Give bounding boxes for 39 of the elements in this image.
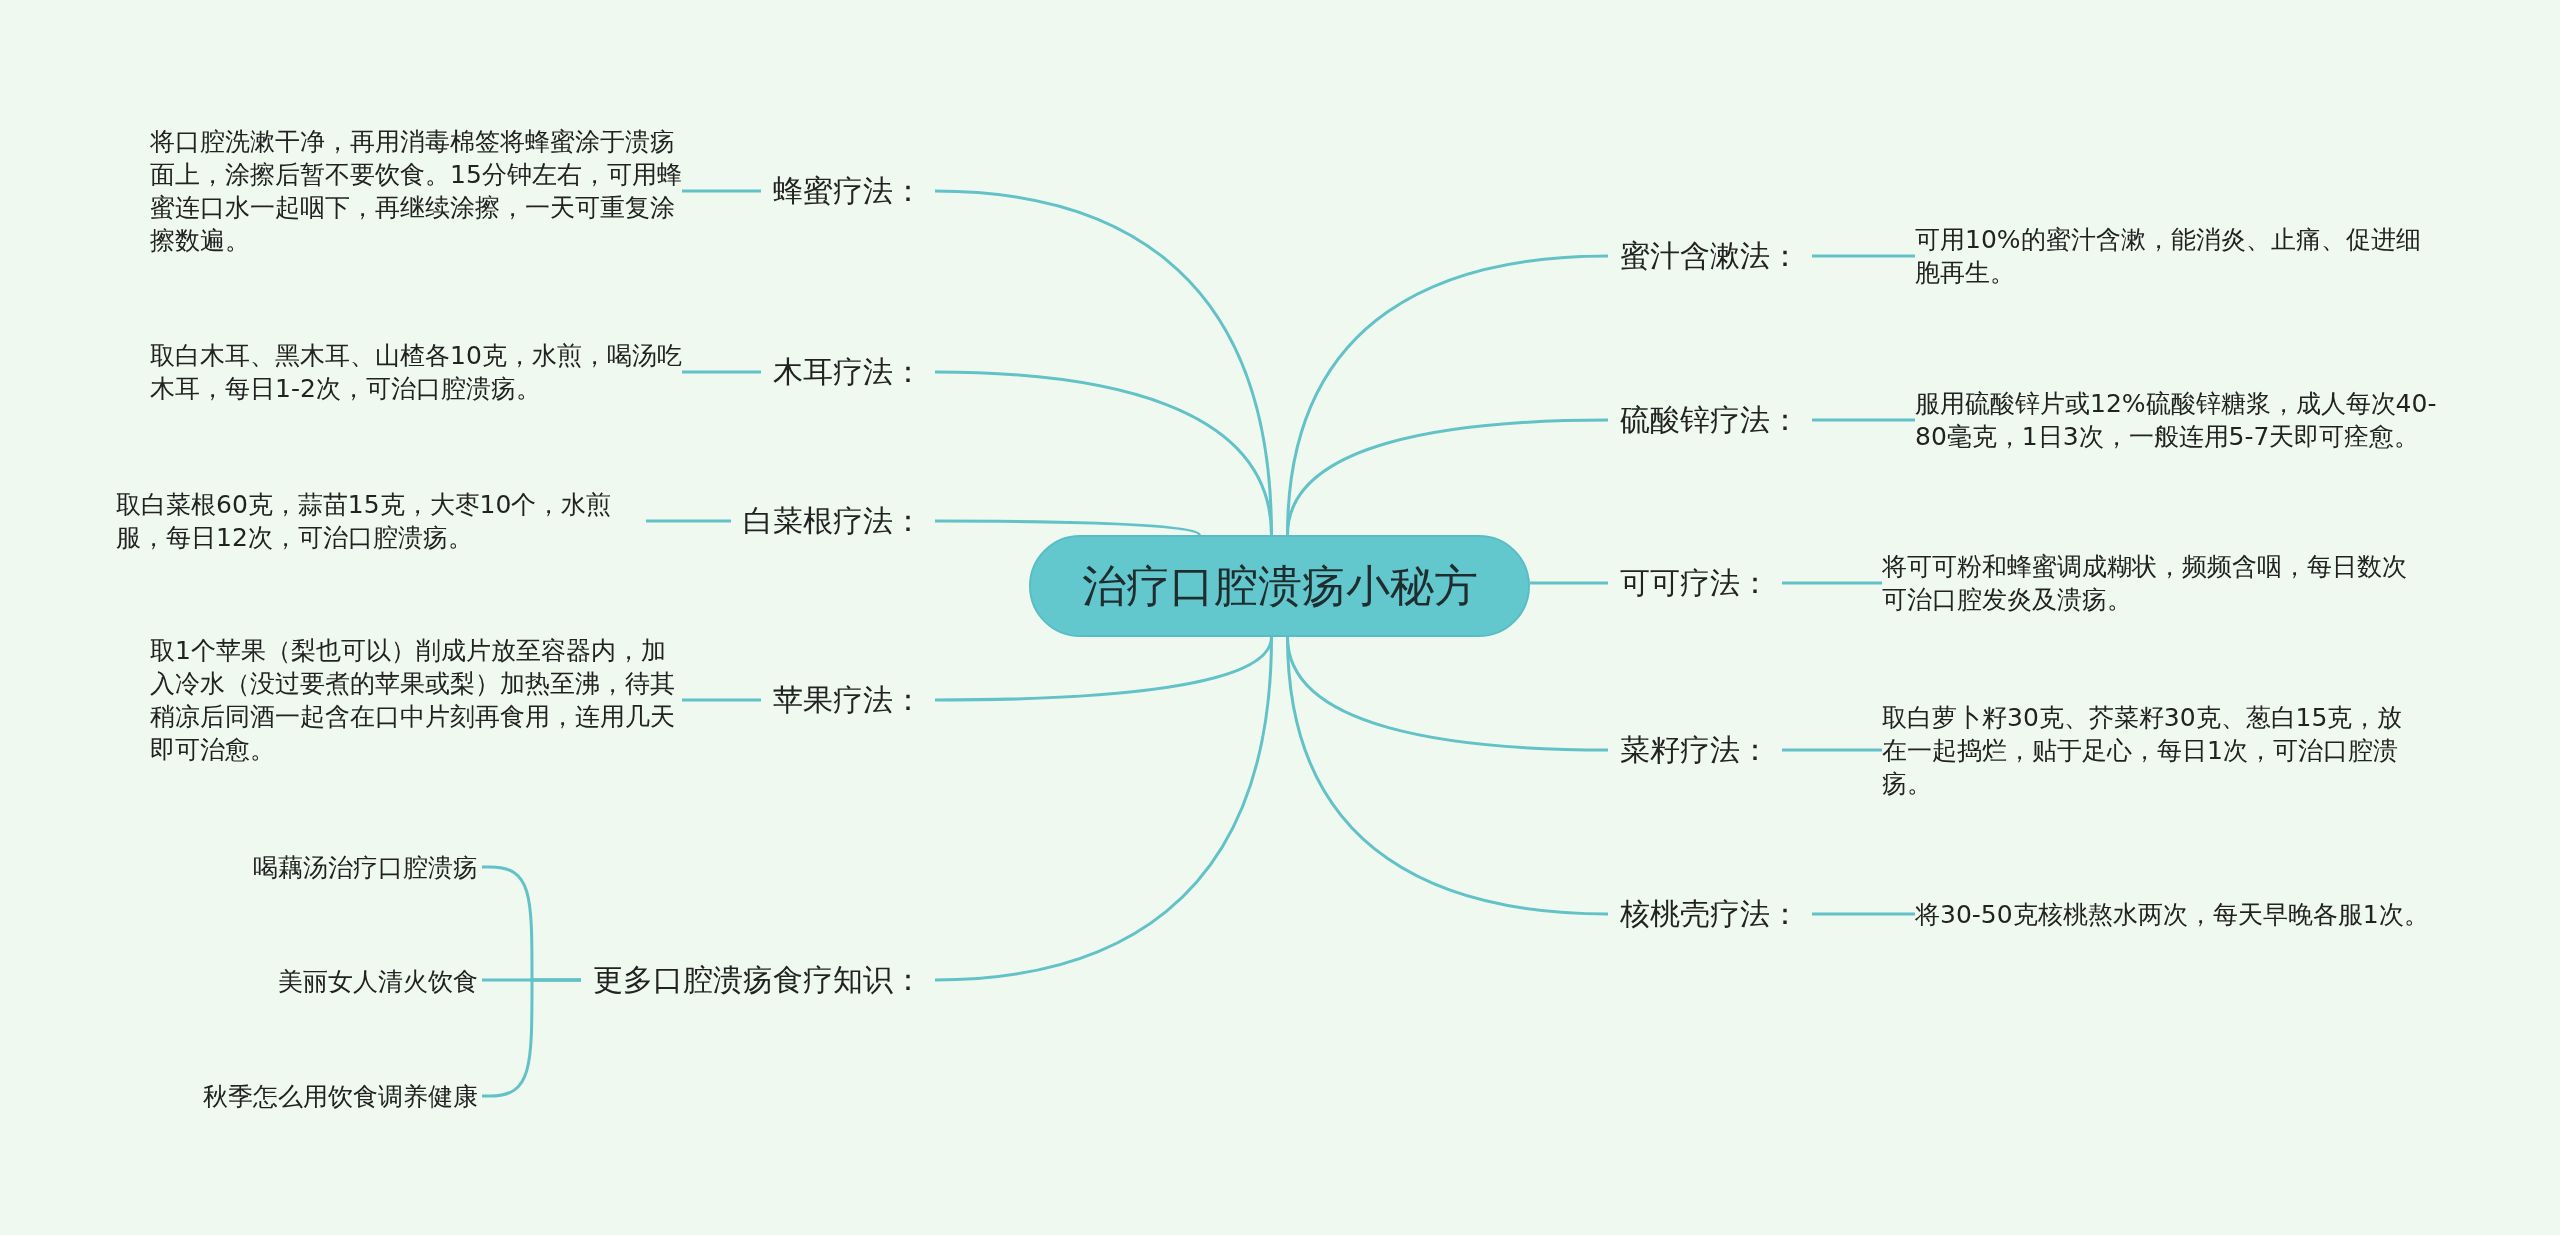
branch-label: 可可疗法：: [1608, 563, 1782, 603]
detail-text: 可用10%的蜜汁含漱，能消炎、止痛、促进细胞再生。: [1915, 223, 2445, 289]
branch-curve: [935, 519, 1201, 537]
detail-text: 取1个苹果（梨也可以）削成片放至容器内，加入冷水（没过要煮的苹果或梨）加热至沸，待其稍凉后同酒一起含在口中片刻再食用，连用几天即可治愈。: [150, 634, 682, 766]
branch-curve: [1530, 581, 1608, 585]
branch-label: 更多口腔溃疡食疗知识：: [581, 960, 935, 1000]
branch-curve: [1286, 418, 1608, 536]
connector-line: [682, 370, 761, 374]
central-topic: 治疗口腔溃疡小秘方: [1029, 535, 1530, 637]
detail-text: 取白菜根60克，蒜苗15克，大枣10个，水煎服，每日12次，可治口腔溃疡。: [116, 488, 646, 554]
connector-line: [646, 519, 731, 523]
branch-label: 蜂蜜疗法：: [761, 171, 935, 211]
detail-text: 将可可粉和蜂蜜调成糊状，频频含咽，每日数次可治口腔发炎及溃疡。: [1882, 550, 2412, 616]
branch-label: 硫酸锌疗法：: [1608, 400, 1812, 440]
bracket-connector: [482, 978, 581, 1098]
branch-curve: [934, 370, 1273, 536]
subtopic-text: 美丽女人清火饮食: [274, 964, 482, 998]
branch-label: 苹果疗法：: [761, 680, 935, 720]
subtopic-text: 喝藕汤治疗口腔溃疡: [249, 850, 482, 884]
detail-text: 服用硫酸锌片或12%硫酸锌糖浆，成人每次40-80毫克，1日3次，一般连用5-7天即可痊愈。: [1915, 387, 2445, 453]
connector-line: [682, 189, 761, 193]
branch-label: 白菜根疗法：: [731, 501, 935, 541]
connector-line: [1782, 581, 1882, 585]
detail-text: 将口腔洗漱干净，再用消毒棉签将蜂蜜涂于溃疡面上，涂擦后暂不要饮食。15分钟左右，可用蜂蜜连口水一起咽下，再继续涂擦，一天可重复涂擦数遍。: [150, 125, 682, 257]
branch-label: 蜜汁含漱法：: [1608, 236, 1812, 276]
subtopic-text: 秋季怎么用饮食调养健康: [199, 1079, 482, 1113]
branch-label: 核桃壳疗法：: [1608, 894, 1812, 934]
connector-line: [1812, 912, 1915, 916]
branch-curve: [1286, 636, 1609, 916]
detail-text: 取白萝卜籽30克、芥菜籽30克、葱白15克，放在一起捣烂，贴于足心，每日1次，可治口腔溃疡。: [1882, 700, 2412, 800]
detail-text: 取白木耳、黑木耳、山楂各10克，水煎，喝汤吃木耳，每日1-2次，可治口腔溃疡。: [150, 339, 682, 405]
branch-label: 木耳疗法：: [761, 352, 935, 392]
connector-line: [1812, 254, 1915, 258]
connector-line: [1812, 418, 1915, 422]
connector-line: [682, 698, 761, 702]
connector-line: [1782, 748, 1882, 752]
detail-text: 将30-50克核桃熬水两次，每天早晚各服1次。: [1915, 897, 2445, 931]
branch-curve: [934, 636, 1273, 982]
branch-label: 菜籽疗法：: [1608, 730, 1782, 770]
